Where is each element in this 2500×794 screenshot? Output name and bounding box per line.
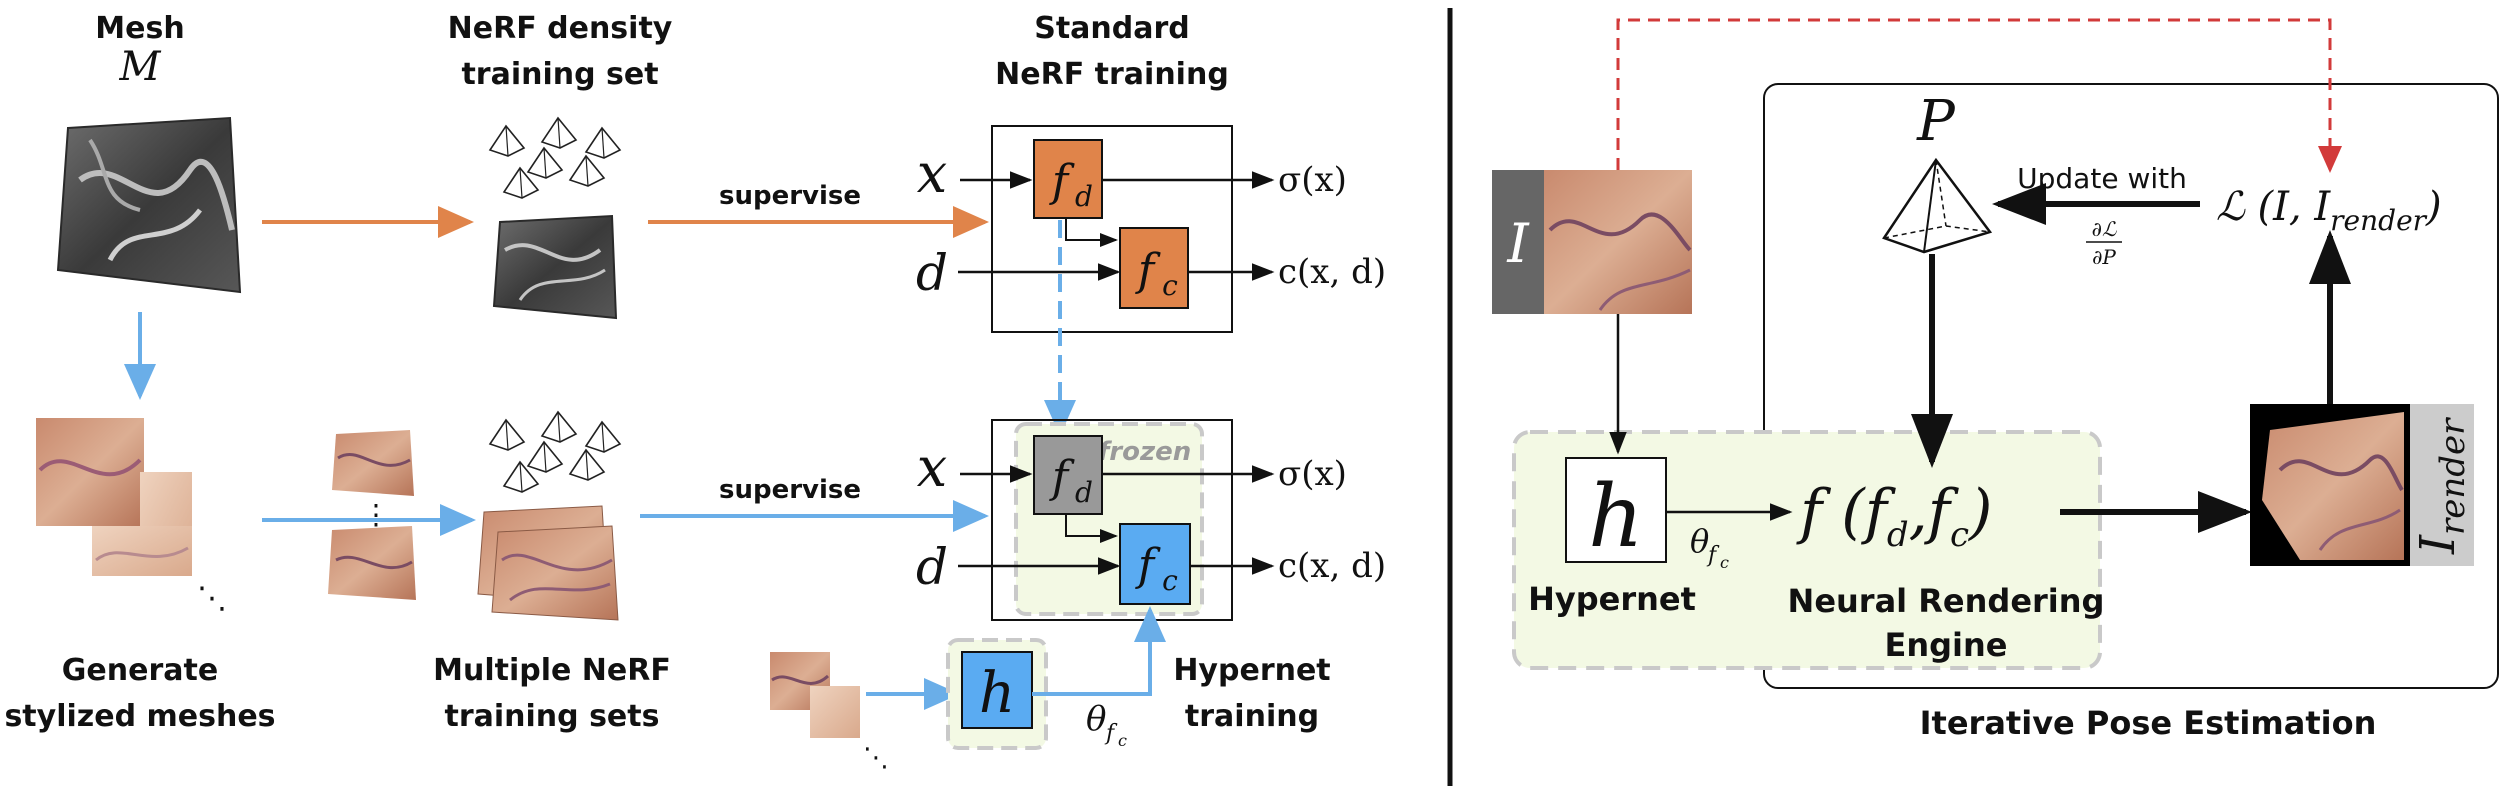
stylized-mesh-images	[36, 418, 192, 576]
x-input-top: x	[917, 142, 947, 205]
update-with-label: Update with	[2017, 162, 2187, 195]
mesh-title: Mesh	[95, 11, 184, 46]
engine-label-1: Neural Rendering	[1788, 582, 2105, 620]
d-input-bottom: d	[916, 538, 948, 596]
supervise-top-label: supervise	[719, 181, 861, 211]
left-panel: Mesh M NeRF density training set supervi…	[4, 11, 1386, 773]
sigma-output-top: σ(x)	[1278, 160, 1347, 200]
fd-block-top	[1033, 139, 1103, 219]
frozen-label: frozen	[1098, 437, 1191, 467]
grad-denominator: ∂P	[2092, 245, 2116, 269]
render-symbol: Irender	[2410, 417, 2473, 555]
theta-left: θ	[1086, 699, 1106, 739]
hypernet-nerf-box	[991, 419, 1233, 621]
camera-pose-icon	[1882, 157, 1993, 254]
image-symbol: I	[1506, 212, 1530, 275]
generate-caption-2: stylized meshes	[4, 699, 275, 734]
density-set-title-1: NeRF density	[448, 11, 673, 46]
theta-left-subsub: c	[1118, 731, 1127, 750]
render-function: f (fd,fc)	[1796, 477, 1992, 555]
camera-cluster-icon	[490, 118, 620, 198]
multiple-caption-1: Multiple NeRF	[433, 653, 671, 688]
hypernet-ellipsis: ⋱	[863, 743, 889, 773]
grad-numerator: ∂ℒ	[2092, 217, 2117, 241]
multiple-caption-2: training sets	[445, 699, 660, 734]
pose-estimation-box	[1763, 83, 2499, 689]
fd-block-frozen	[1033, 435, 1103, 515]
image-tab	[1492, 170, 1544, 314]
hypernet-training-caption-1: Hypernet	[1173, 653, 1330, 688]
color-output-bottom: c(x, d)	[1278, 546, 1386, 586]
density-mesh-image	[492, 214, 618, 320]
fd-top-sub: d	[1075, 180, 1093, 213]
h-symbol-right: h	[1588, 467, 1643, 567]
theta-right-subsub: c	[1720, 553, 1729, 572]
standard-title-1: Standard	[1034, 11, 1190, 46]
stylized-ellipsis: ⋱	[197, 581, 227, 616]
input-image	[1544, 170, 1692, 314]
fd-bottom-sub: d	[1075, 476, 1093, 509]
small-stylized-thumbs	[328, 430, 416, 600]
pose-symbol: P	[1916, 89, 1956, 154]
density-set-title-2: training set	[461, 57, 658, 92]
d-input-top: d	[916, 244, 948, 302]
rendered-image	[2250, 404, 2410, 566]
theta-right: θ	[1690, 522, 1709, 560]
fc-block-top	[1119, 227, 1189, 309]
mesh-symbol: M	[119, 44, 162, 90]
fc-block-trainable	[1119, 523, 1191, 605]
pose-estimation-caption: Iterative Pose Estimation	[1920, 704, 2377, 742]
fd-to-fc-connector-bottom	[1065, 514, 1118, 543]
multiple-sets-images	[477, 505, 619, 621]
theta-left-sub: f	[1104, 721, 1118, 746]
right-panel: Iterative Pose Estimation I h Hypernet θ…	[1492, 18, 2499, 742]
render-tab	[2410, 404, 2474, 566]
sigma-output-bottom: σ(x)	[1278, 454, 1347, 494]
h-block-left	[961, 651, 1033, 729]
h-symbol-left: h	[979, 661, 1015, 726]
image-to-loss-link	[1616, 18, 2342, 173]
supervise-bottom-label: supervise	[719, 475, 861, 505]
standard-title-2: NeRF training	[995, 57, 1229, 92]
camera-cluster-icon-2	[490, 412, 620, 492]
loss-expression: ℒ (I, Irender)	[2216, 184, 2442, 237]
hypernet-label: Hypernet	[1528, 580, 1696, 618]
thumbs-ellipsis: ⋮	[362, 498, 390, 531]
fd-to-fc-connector-top	[1065, 218, 1118, 247]
x-input-bottom: x	[917, 436, 947, 499]
engine-label-2: Engine	[1885, 626, 2008, 664]
hypernet-to-fc-arrow	[1032, 606, 1166, 696]
generate-caption-1: Generate	[62, 653, 218, 688]
color-output-top: c(x, d)	[1278, 252, 1386, 292]
hypernet-training-caption-2: training	[1185, 699, 1319, 734]
gray-mesh-image	[56, 116, 242, 294]
h-block-right	[1565, 457, 1667, 563]
fc-bottom-sub: c	[1162, 564, 1178, 597]
fc-top-sub: c	[1162, 269, 1178, 302]
hypernet-input-thumbs	[770, 652, 860, 738]
standard-nerf-box	[991, 125, 1233, 333]
